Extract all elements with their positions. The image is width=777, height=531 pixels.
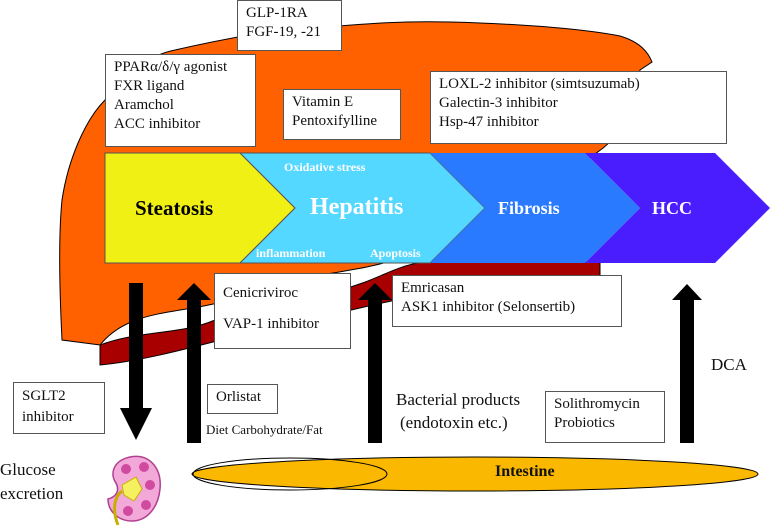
- intestine-label: Intestine: [495, 463, 555, 480]
- drug-sglt2: SGLT2: [22, 388, 66, 404]
- emricasan-drug-box: Emricasan ASK1 inhibitor (Selonsertib): [392, 275, 622, 327]
- dca-label: DCA: [711, 355, 747, 374]
- stage-fibrosis-label: Fibrosis: [498, 198, 560, 218]
- drug-fgf: FGF-19, -21: [246, 24, 322, 40]
- drug-cenicriviroc: Cenicriviroc: [223, 285, 298, 301]
- loxl2-drug-box: LOXL-2 inhibitor (simtsuzumab) Galectin-…: [430, 71, 727, 144]
- glucose-label: Glucose: [0, 460, 56, 479]
- drug-acc: ACC inhibitor: [114, 116, 201, 132]
- drug-vap1: VAP-1 inhibitor: [223, 316, 319, 332]
- drug-fxr: FXR ligand: [114, 78, 185, 94]
- excretion-label: excretion: [0, 484, 64, 503]
- drug-ppar: PPARα/δ/γ agonist: [114, 59, 228, 75]
- drug-sglt2-inhibitor: inhibitor: [22, 409, 74, 425]
- stage-hcc-label: HCC: [652, 198, 692, 218]
- endotoxin-label: (endotoxin etc.): [400, 413, 508, 432]
- sglt2-drug-box: SGLT2 inhibitor: [13, 382, 105, 434]
- vitamin-e-drug-box: Vitamin E Pentoxifylline: [283, 89, 401, 140]
- kidney-icon: [107, 455, 161, 526]
- glp1-drug-box: GLP-1RA FGF-19, -21: [237, 0, 342, 51]
- orlistat-drug-box: Orlistat: [207, 384, 278, 414]
- stage-steatosis-label: Steatosis: [135, 196, 214, 220]
- ppar-drug-box: PPARα/δ/γ agonist FXR ligand Aramchol AC…: [105, 54, 256, 147]
- drug-ask1: ASK1 inhibitor (Selonsertib): [401, 299, 576, 315]
- arrow-up-icon: [672, 284, 702, 443]
- drug-galectin3: Galectin-3 inhibitor: [439, 95, 558, 111]
- intestine-shape: [191, 456, 759, 492]
- drug-pentoxifylline: Pentoxifylline: [292, 113, 377, 129]
- drug-hsp47: Hsp-47 inhibitor: [439, 114, 539, 130]
- drug-glp1ra: GLP-1RA: [246, 5, 308, 21]
- stage-hcc-shape: [585, 153, 770, 263]
- drug-solithromycin: Solithromycin: [554, 396, 640, 412]
- stage-hepatitis-label: Hepatitis: [310, 194, 404, 220]
- drug-vitamin-e: Vitamin E: [292, 94, 354, 110]
- arrow-up-icon: [358, 283, 392, 443]
- oxidative-stress-label: Oxidative stress: [284, 160, 366, 174]
- arrow-down-icon: [120, 283, 152, 440]
- drug-aramchol: Aramchol: [114, 97, 174, 113]
- solithromycin-drug-box: Solithromycin Probiotics: [545, 391, 665, 443]
- intestine-inner-outline: [192, 457, 388, 491]
- diet-label: Diet Carbohydrate/Fat: [206, 422, 323, 437]
- drug-loxl2: LOXL-2 inhibitor (simtsuzumab): [439, 76, 640, 92]
- cenicriviroc-drug-box: Cenicriviroc VAP-1 inhibitor: [214, 273, 351, 349]
- stage-fibrosis-shape: [430, 153, 640, 263]
- drug-probiotics: Probiotics: [554, 415, 615, 431]
- drug-emricasan: Emricasan: [401, 280, 465, 296]
- inflammation-label: inflammation: [256, 246, 326, 260]
- arrow-up-icon: [177, 283, 211, 443]
- apoptosis-label: Apoptosis: [370, 246, 421, 260]
- bacterial-products-label: Bacterial products: [396, 390, 521, 409]
- drug-orlistat: Orlistat: [216, 389, 261, 405]
